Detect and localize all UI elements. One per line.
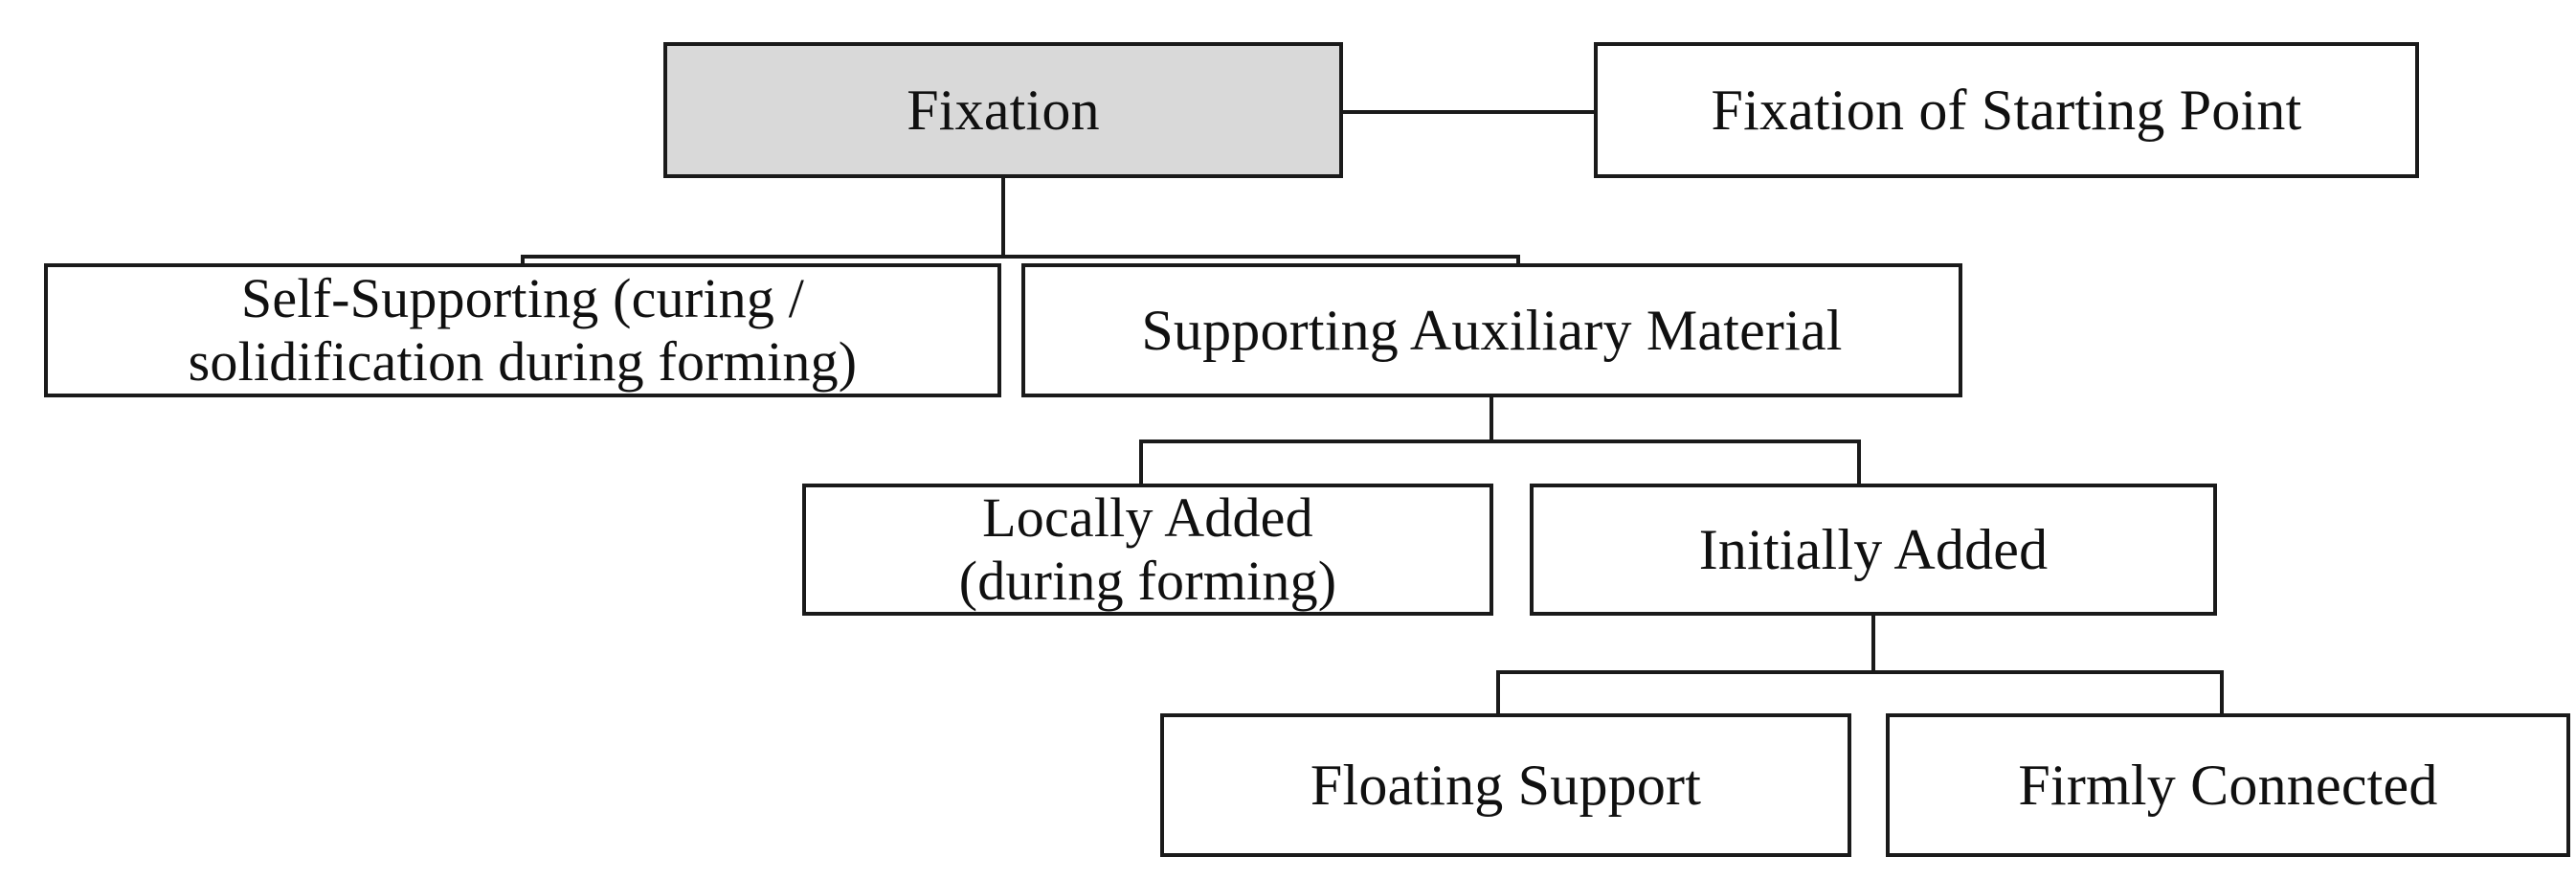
edge-fixation-to-starting-point: [1343, 110, 1594, 114]
edge-auxiliary-to-initially-added: [1857, 440, 1861, 485]
node-firmly-connected-label: Firmly Connected: [2018, 753, 2438, 817]
node-locally-added[interactable]: Locally Added (during forming): [802, 484, 1493, 616]
node-locally-added-label: Locally Added (during forming): [816, 486, 1480, 613]
edge-fixation-to-self-supporting: [521, 255, 525, 268]
node-floating-support[interactable]: Floating Support: [1160, 713, 1851, 857]
node-initially-added[interactable]: Initially Added: [1530, 484, 2217, 616]
node-fixation-label: Fixation: [907, 78, 1100, 142]
node-self-supporting-line-1: Self-Supporting (curing /: [240, 266, 805, 329]
node-locally-added-line-1: Locally Added: [982, 485, 1313, 549]
node-self-supporting-line-2: solidification during forming): [188, 330, 858, 393]
edge-initially-added-stem: [1871, 613, 1875, 674]
node-firmly-connected[interactable]: Firmly Connected: [1886, 713, 2570, 857]
node-fixation-of-starting-point[interactable]: Fixation of Starting Point: [1594, 42, 2419, 178]
edge-auxiliary-to-locally-added: [1139, 440, 1143, 485]
edge-initially-added-bus: [1496, 670, 2224, 674]
edge-auxiliary-bus: [1139, 440, 1861, 443]
node-fixation-of-starting-point-label: Fixation of Starting Point: [1711, 78, 2302, 142]
node-supporting-auxiliary-material[interactable]: Supporting Auxiliary Material: [1021, 263, 1962, 397]
node-self-supporting[interactable]: Self-Supporting (curing / solidification…: [44, 263, 1001, 397]
node-fixation[interactable]: Fixation: [663, 42, 1343, 178]
edge-fixation-to-supporting-auxiliary: [1516, 255, 1520, 268]
node-locally-added-line-2: (during forming): [958, 550, 1337, 612]
edge-initially-added-to-floating-support: [1496, 670, 1500, 716]
node-initially-added-label: Initially Added: [1698, 517, 2049, 581]
node-self-supporting-label: Self-Supporting (curing / solidification…: [57, 267, 988, 394]
node-floating-support-label: Floating Support: [1310, 753, 1702, 817]
edge-fixation-bus: [521, 255, 1520, 259]
edge-initially-added-to-firmly-connected: [2220, 670, 2224, 716]
edge-fixation-stem: [1001, 178, 1005, 259]
edge-auxiliary-stem: [1490, 395, 1493, 443]
node-supporting-auxiliary-material-label: Supporting Auxiliary Material: [1141, 298, 1843, 362]
